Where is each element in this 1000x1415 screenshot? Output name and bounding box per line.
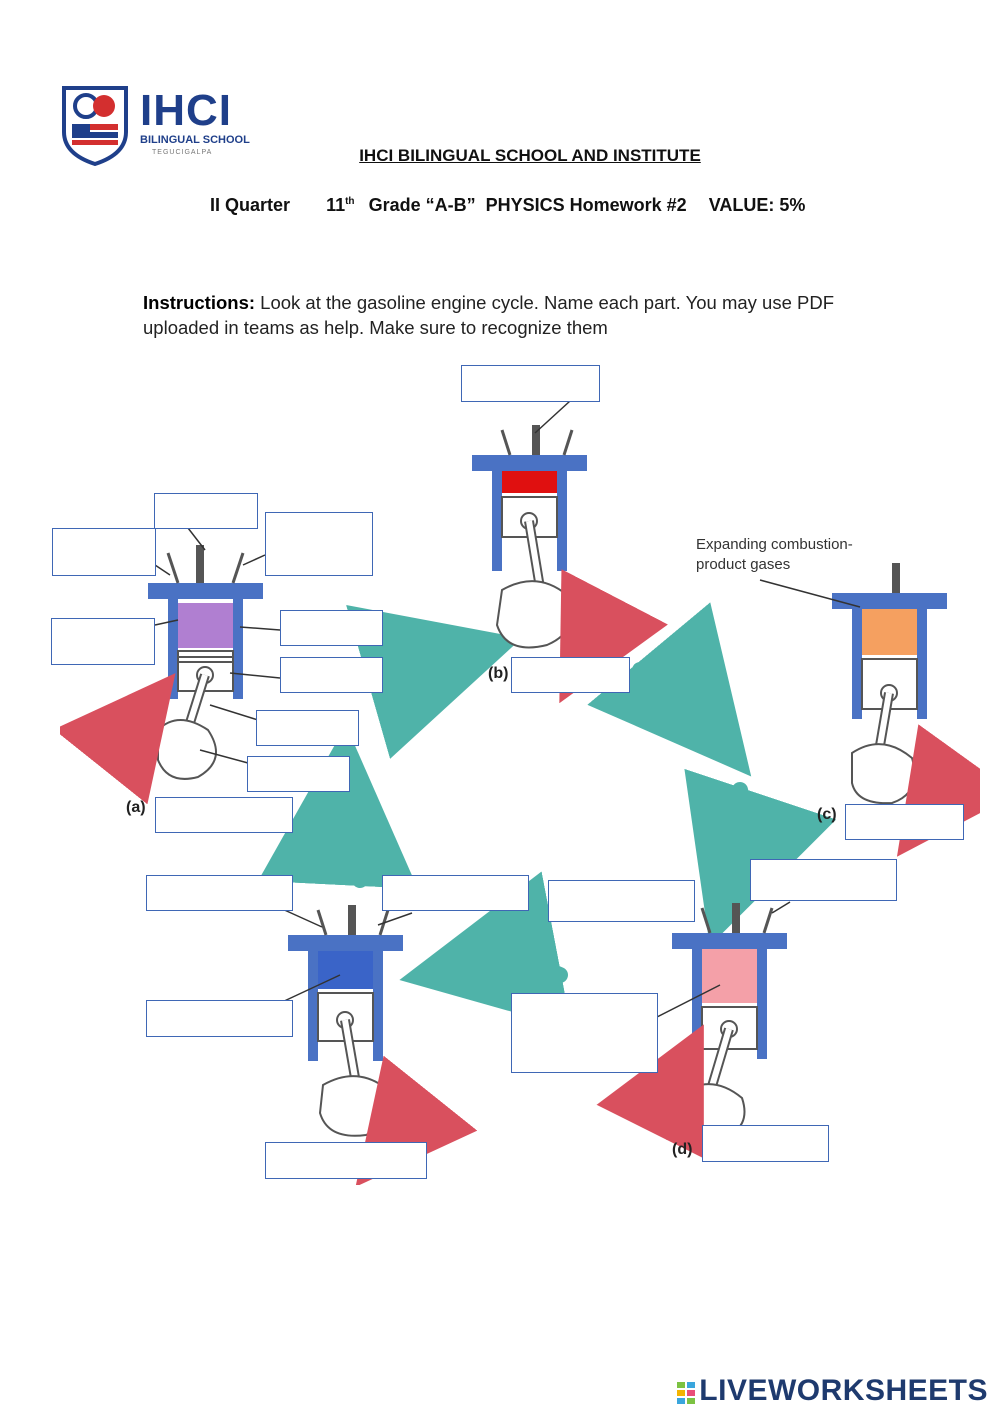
answer-box-9[interactable] bbox=[256, 710, 359, 746]
answer-box-12[interactable] bbox=[845, 804, 964, 840]
arrow-e-to-a bbox=[258, 725, 418, 889]
school-title: IHCI BILINGUAL SCHOOL AND INSTITUTE bbox=[359, 146, 701, 165]
engine-b bbox=[472, 425, 668, 704]
school-logo: IHCI BILINGUAL SCHOOL TEGUCIGALPA bbox=[60, 82, 260, 167]
chamber-e bbox=[318, 951, 373, 989]
chamber-b bbox=[502, 471, 557, 493]
chamber-d bbox=[702, 949, 757, 1003]
stage-letter-d: (d) bbox=[672, 1141, 693, 1158]
grade-suffix: th bbox=[345, 196, 355, 207]
stage-letter-a: (a) bbox=[126, 799, 146, 816]
grade-number: 11 bbox=[326, 195, 346, 215]
logo-subtitle: BILINGUAL SCHOOL bbox=[140, 134, 250, 146]
instructions-text: Look at the gasoline engine cycle. Name … bbox=[143, 292, 835, 338]
answer-box-18[interactable] bbox=[511, 993, 658, 1073]
liveworksheets-logo-icon bbox=[677, 1378, 696, 1405]
stage-letter-b: (b) bbox=[488, 665, 509, 682]
answer-box-19[interactable] bbox=[702, 1125, 829, 1162]
engine-cycle-diagram: (a) (b) (c) (d) Expanding combustion-pro… bbox=[51, 365, 1000, 1187]
shield-logo-icon bbox=[62, 86, 128, 167]
answer-box-7[interactable] bbox=[280, 657, 383, 693]
chamber-a bbox=[178, 603, 233, 648]
gas-caption: Expanding combustion-product gases bbox=[696, 536, 853, 573]
arrow-d-to-e bbox=[399, 871, 572, 1029]
logo-brand: IHCI bbox=[140, 86, 232, 135]
engine-cycle-illustration bbox=[53, 400, 1000, 1187]
engine-c bbox=[832, 563, 1000, 857]
instructions: Instructions: Look at the gasoline engin… bbox=[143, 290, 863, 340]
instructions-label: Instructions: bbox=[143, 292, 256, 313]
liveworksheets-brand: LIVEWORKSHEETS bbox=[677, 1374, 988, 1408]
chamber-c bbox=[862, 609, 917, 655]
quarter-label: II Quarter bbox=[210, 195, 291, 215]
answer-box-2[interactable] bbox=[154, 493, 258, 529]
answer-box-4[interactable] bbox=[265, 512, 373, 576]
answer-box-17[interactable] bbox=[146, 1000, 293, 1037]
answer-box-8[interactable] bbox=[511, 657, 630, 693]
engine-e bbox=[288, 905, 478, 1187]
leader-lines bbox=[154, 400, 791, 1018]
engine-a bbox=[53, 545, 263, 805]
answer-box-1[interactable] bbox=[461, 365, 600, 402]
head-a bbox=[148, 583, 263, 599]
arrow-a-to-b bbox=[346, 605, 522, 759]
answer-box-11[interactable] bbox=[155, 797, 293, 833]
arrow-b-to-c bbox=[587, 602, 752, 777]
logo-city: TEGUCIGALPA bbox=[152, 149, 213, 156]
answer-box-14[interactable] bbox=[146, 875, 293, 911]
answer-box-20[interactable] bbox=[265, 1142, 427, 1179]
answer-box-3[interactable] bbox=[52, 528, 156, 576]
answer-box-6[interactable] bbox=[280, 610, 383, 646]
engine-d bbox=[596, 903, 787, 1159]
arrow-c-to-d bbox=[684, 768, 837, 946]
grade-course: Grade “A-B” PHYSICS Homework #2 bbox=[368, 195, 687, 215]
cycle-arrows bbox=[258, 602, 837, 1029]
answer-box-5[interactable] bbox=[51, 618, 155, 665]
value-label: VALUE: 5% bbox=[708, 195, 806, 215]
homework-subtitle: II Quarter 11th Grade “A-B” PHYSICS Home… bbox=[210, 195, 805, 216]
answer-box-13[interactable] bbox=[750, 859, 897, 901]
liveworksheets-text: LIVEWORKSHEETS bbox=[699, 1374, 988, 1407]
answer-box-10[interactable] bbox=[247, 756, 350, 792]
answer-box-15[interactable] bbox=[382, 875, 529, 911]
stage-letter-c: (c) bbox=[817, 806, 837, 823]
caption-pointer bbox=[759, 579, 861, 608]
answer-box-16[interactable] bbox=[548, 880, 695, 922]
